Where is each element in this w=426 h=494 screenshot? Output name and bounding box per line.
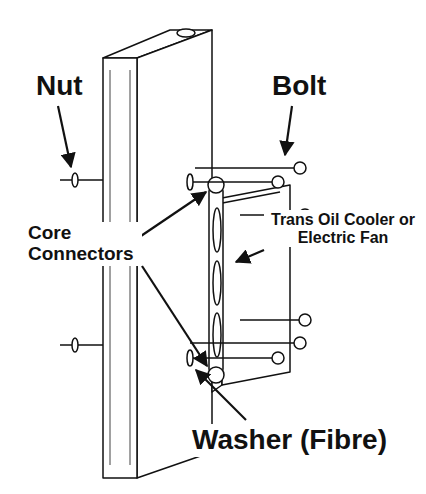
bolt-head	[272, 176, 284, 188]
bolt-head	[272, 352, 284, 364]
radiator-side	[137, 30, 212, 478]
nut	[72, 338, 78, 352]
part-label: Core Connectors	[26, 222, 142, 266]
core-connector-tube	[209, 185, 223, 375]
bolt-head	[294, 162, 306, 174]
filler-cap	[177, 29, 195, 37]
part-label: Bolt	[270, 70, 328, 103]
bolt-head	[294, 337, 306, 349]
bolt-head	[299, 314, 311, 326]
part-label: Washer (Fibre)	[190, 424, 389, 457]
part-label: Nut	[34, 70, 85, 103]
washer	[187, 350, 193, 366]
washer	[187, 174, 193, 190]
nut	[72, 173, 78, 187]
core-connector	[208, 367, 224, 383]
radiator-front	[103, 58, 137, 478]
core-connector	[208, 177, 224, 193]
part-label: Trans Oil Cooler or Electric Fan	[264, 210, 422, 247]
